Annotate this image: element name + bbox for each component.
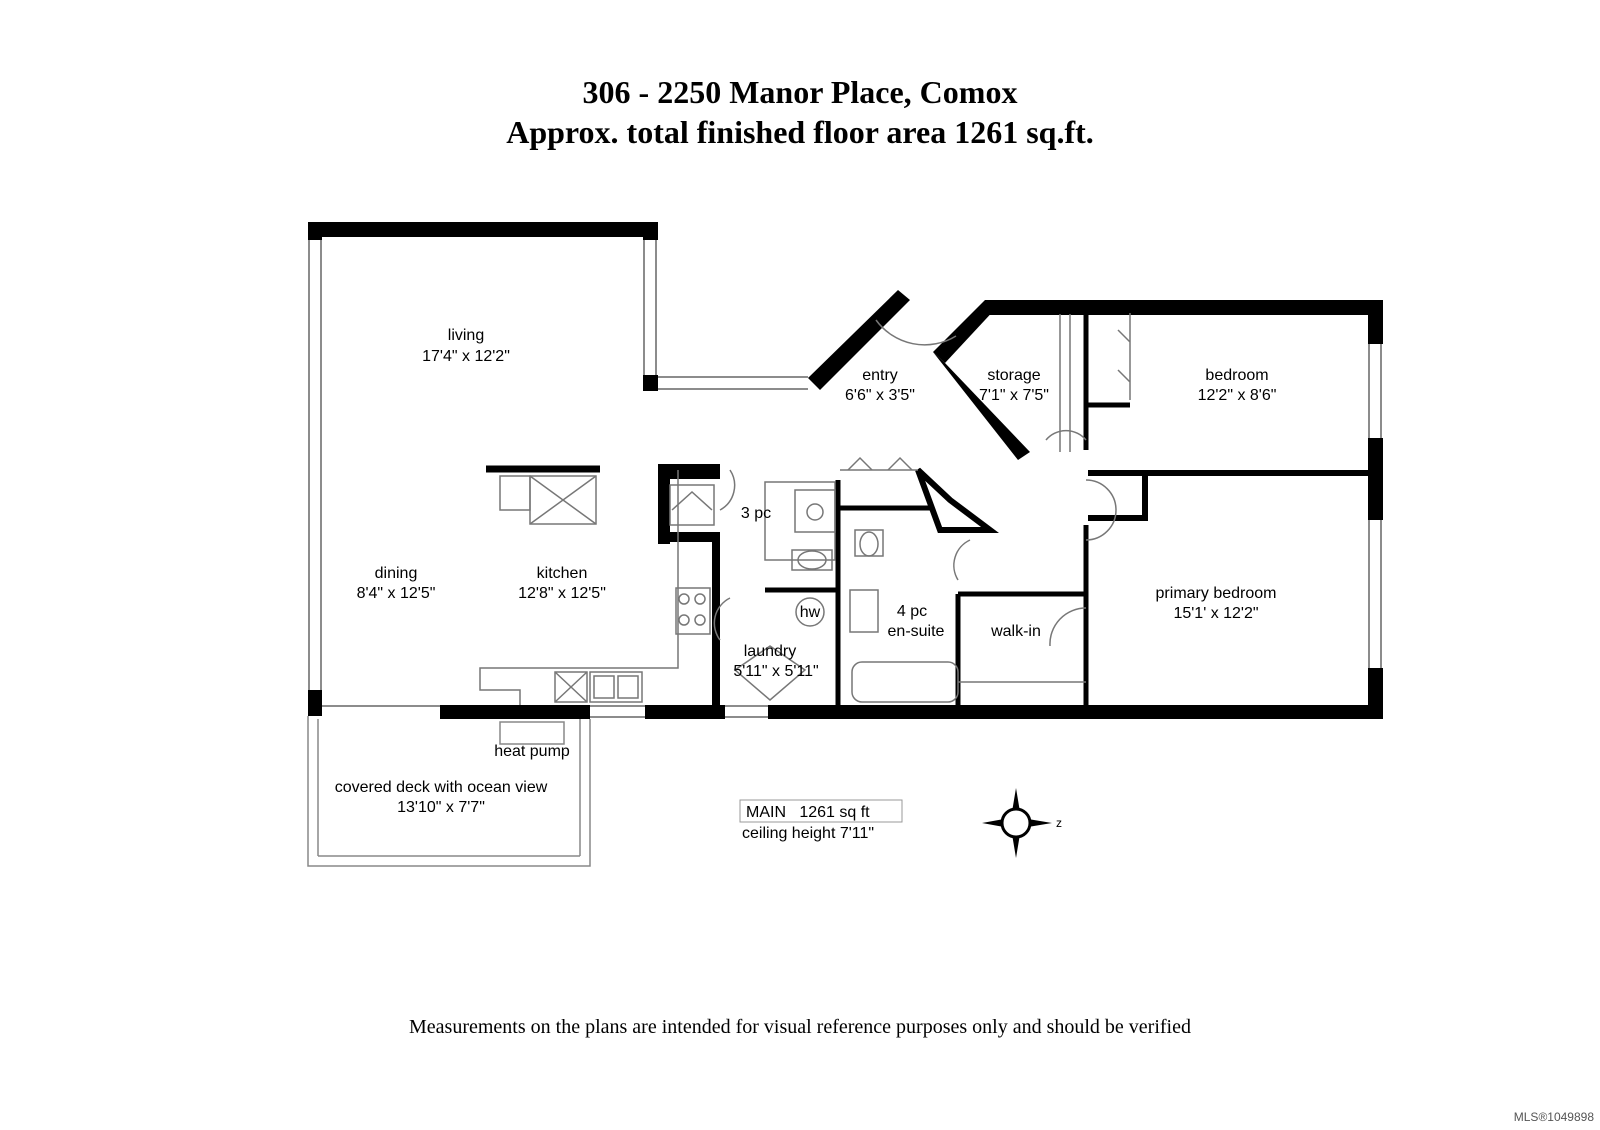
room-ensuite-name2: en-suite xyxy=(888,623,945,640)
room-entry-name: entry xyxy=(862,367,898,384)
room-ensuite-name: 4 pc xyxy=(897,603,927,620)
room-primary-name: primary bedroom xyxy=(1156,585,1277,602)
room-labels: living 17'4" x 12'2" entry 6'6" x 3'5" s… xyxy=(335,327,1277,816)
compass-icon: z xyxy=(982,788,1062,858)
room-laundry-name: laundry xyxy=(744,643,796,660)
room-dining-dims: 8'4" x 12'5" xyxy=(357,585,436,602)
room-kitchen-dims: 12'8" x 12'5" xyxy=(518,585,606,602)
windows xyxy=(308,240,1382,718)
legend-ceiling: ceiling height 7'11" xyxy=(742,825,874,842)
room-laundry-dims: 5'11" x 5'11" xyxy=(733,663,818,680)
room-deck-name: covered deck with ocean view xyxy=(335,779,548,796)
room-storage-dims: 7'1" x 7'5" xyxy=(979,387,1049,404)
room-storage-name: storage xyxy=(987,367,1040,384)
heat-pump-label: heat pump xyxy=(494,743,570,760)
disclaimer-text: Measurements on the plans are intended f… xyxy=(409,1016,1191,1038)
room-entry-dims: 6'6" x 3'5" xyxy=(845,387,915,404)
room-3pc-name: 3 pc xyxy=(741,505,771,522)
room-deck-dims: 13'10" x 7'7" xyxy=(397,799,485,816)
bath-fixtures xyxy=(669,313,1131,703)
room-kitchen-name: kitchen xyxy=(537,565,588,582)
legend-main: MAIN 1261 sq ft xyxy=(746,804,870,821)
room-living-dims: 17'4" x 12'2" xyxy=(422,348,510,365)
room-hw-name: hw xyxy=(800,604,821,621)
kitchen-fixtures xyxy=(479,470,711,705)
room-walkin-name: walk-in xyxy=(990,623,1041,640)
compass-letter: z xyxy=(1056,816,1062,830)
room-bedroom-name: bedroom xyxy=(1205,367,1268,384)
exterior-walls xyxy=(308,222,1383,719)
plan-address: 306 - 2250 Manor Place, Comox xyxy=(582,74,1018,110)
room-primary-dims: 15'1' x 12'2" xyxy=(1173,605,1258,622)
room-bedroom-dims: 12'2" x 8'6" xyxy=(1198,387,1277,404)
plan-area: Approx. total finished floor area 1261 s… xyxy=(506,114,1094,150)
deck-outline xyxy=(307,716,591,867)
floor-legend: MAIN 1261 sq ft ceiling height 7'11" xyxy=(739,799,903,842)
room-dining-name: dining xyxy=(375,565,418,582)
mls-number: MLS®1049898 xyxy=(1513,1110,1594,1124)
room-living-name: living xyxy=(448,327,484,344)
